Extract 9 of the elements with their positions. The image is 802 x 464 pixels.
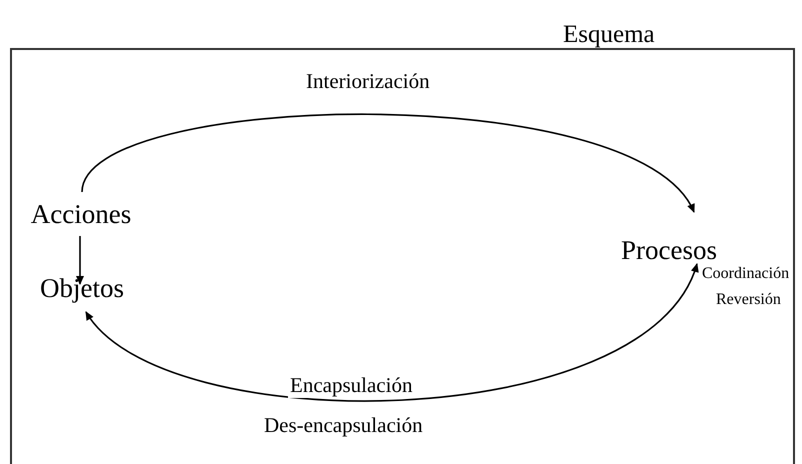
arrow [81,114,695,213]
frame-heading: Esquema [563,20,655,50]
note-text: Coordinación [702,264,790,284]
note-text: Reversión [716,290,781,310]
arrow [85,263,698,402]
concept-text: Acciones [16,194,146,234]
caption-text: Des-encapsulación [264,412,423,438]
arrow [76,236,84,285]
concept-text: Objetos [26,268,138,308]
